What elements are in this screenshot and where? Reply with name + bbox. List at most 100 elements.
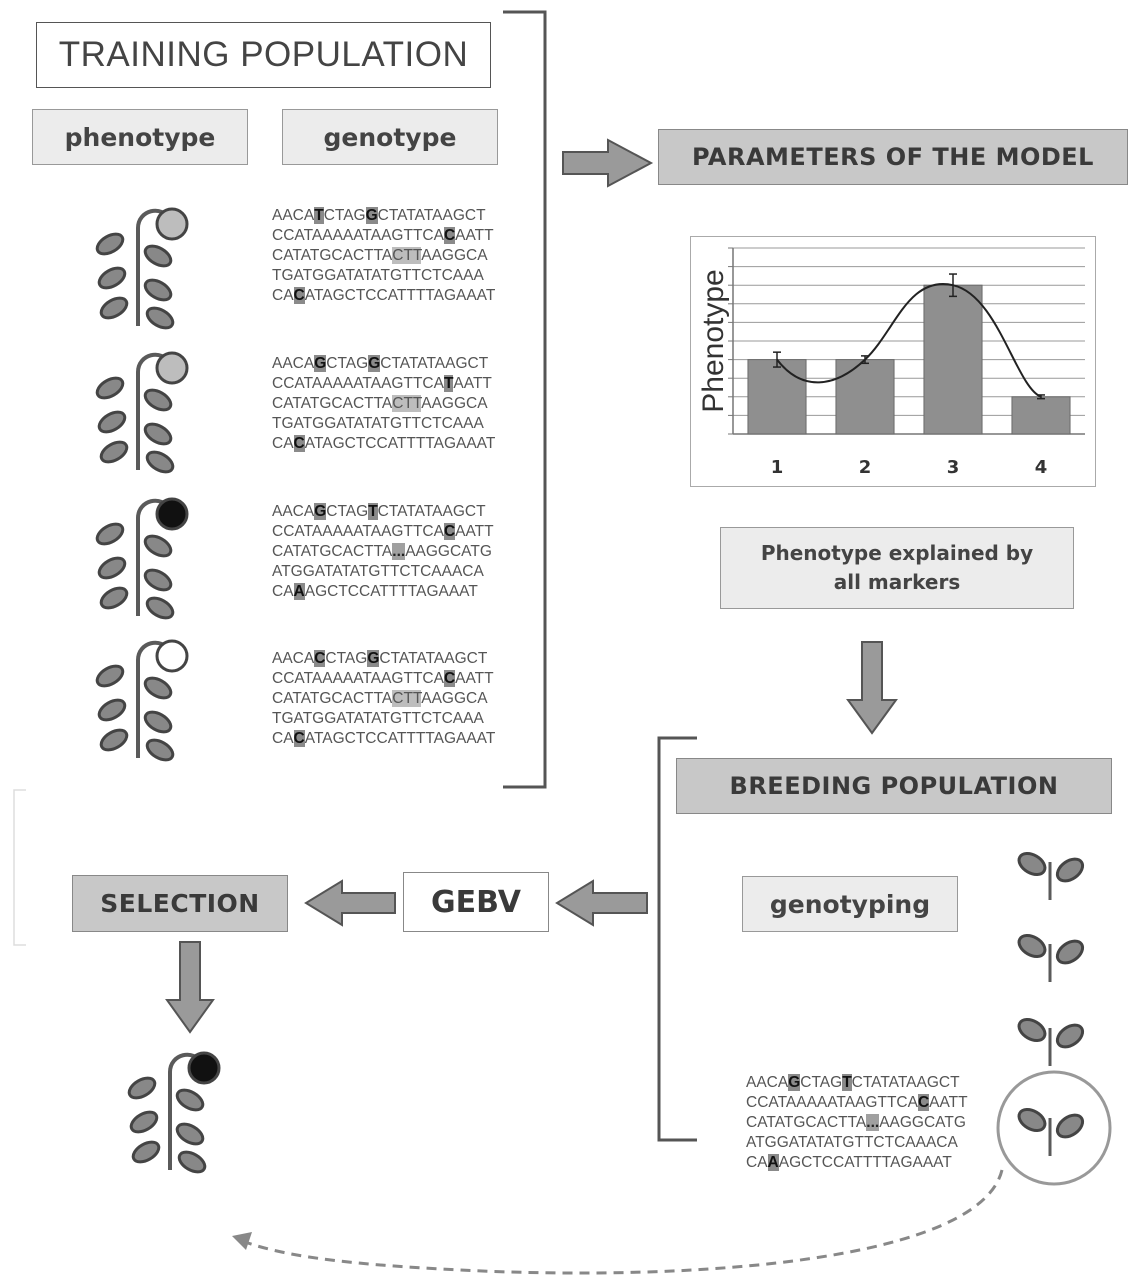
snp-marker: T [314, 207, 324, 224]
sequence-text: AAGGCATG [405, 543, 492, 560]
seedling-icon [1017, 852, 1085, 900]
sequence-text: AATT [455, 670, 494, 687]
leaf [145, 596, 175, 620]
bar-1 [747, 359, 807, 435]
sequence-text: AATT [455, 227, 494, 244]
phenotype-header: phenotype [32, 109, 248, 165]
sequence-line: CCATAAAAATAAGTTCACAATT [746, 1093, 968, 1113]
snp-marker: G [365, 207, 378, 224]
sequence-text: AAGGCA [421, 395, 488, 412]
leaf [143, 244, 173, 268]
leaf [143, 388, 173, 412]
leaf [145, 738, 175, 762]
sequence-text: CTAG [800, 1074, 843, 1091]
explained-line-2: all markers [833, 570, 961, 594]
sequence-text: ATGGATATATGTTCTCAAACA [272, 563, 484, 580]
sequence-text: AAGGCA [421, 690, 488, 707]
snp-marker: G [368, 355, 381, 372]
snp-marker: G [314, 503, 327, 520]
leaf [131, 1140, 161, 1164]
leaf [143, 568, 173, 592]
sequence-line: AACAGCTAGTCTATATAAGCT [746, 1073, 968, 1093]
snp-marker: C [293, 287, 305, 304]
x-tick-label: 2 [859, 457, 872, 478]
snp-marker: C [443, 227, 456, 244]
sequence-line: AACAGCTAGGCTATATAAGCT [272, 354, 495, 374]
leaf [143, 676, 173, 700]
sequence-text: AATT [453, 375, 492, 392]
sequence-line: TGATGGATATATGTTCTCAAA [272, 266, 495, 286]
sequence-text: CTATATAAGCT [379, 650, 488, 667]
seedling-icon [1017, 1108, 1085, 1156]
sequence-line: CACATAGCTCCATTTTAGAAAT [272, 434, 495, 454]
sequence-line: CCATAAAAATAAGTTCACAATT [272, 522, 494, 542]
snp-marker: C [314, 650, 326, 667]
flowering-plant-icon [95, 351, 189, 474]
leaf [143, 710, 173, 734]
sequence-text: CATATGCACTTA [272, 690, 393, 707]
sequence-line: CATATGCACTTACTTAAGGCA [272, 394, 495, 414]
flower-black [187, 1051, 221, 1085]
leaf [1017, 1018, 1047, 1042]
sequence-text: CA [272, 583, 294, 600]
snp-marker: G [788, 1074, 801, 1091]
sequence-text: ATAGCTCCATTTTAGAAAT [304, 435, 496, 452]
snp-marker: ... [866, 1114, 880, 1131]
leaf [143, 422, 173, 446]
genotype-header: genotype [282, 109, 498, 165]
leaf [99, 728, 129, 752]
x-tick-label: 1 [771, 457, 784, 478]
selected-candidate-circle [996, 1070, 1112, 1186]
sequence-text: CTAG [326, 503, 369, 520]
sequence-text: TGATGGATATATGTTCTCAAA [272, 710, 484, 727]
snp-marker: CTT [392, 247, 422, 264]
sequence-text: CA [746, 1154, 768, 1171]
leaf [95, 664, 125, 688]
sequence-line: ATGGATATATGTTCTCAAACA [746, 1133, 968, 1153]
sequence-text: CA [272, 435, 294, 452]
leaf [143, 534, 173, 558]
sequence-line: CAAAGCTCCATTTTAGAAAT [272, 582, 494, 602]
sequence-text: CCATAAAAATAAGTTCA [746, 1094, 918, 1111]
snp-marker: A [293, 583, 305, 600]
parameters-of-model-box: PARAMETERS OF THE MODEL [658, 129, 1128, 185]
leaf [99, 440, 129, 464]
leaf [97, 410, 127, 434]
sequence-line: CATATGCACTTACTTAAGGCA [272, 689, 495, 709]
leaf [1055, 1113, 1085, 1139]
flowering-plant-icon [127, 1051, 221, 1174]
sequence-text: AACA [272, 503, 315, 520]
sequence-line: TGATGGATATATGTTCTCAAA [272, 414, 495, 434]
flower-grey [155, 351, 189, 385]
leaf [95, 376, 125, 400]
sequence-text: CTATATAAGCT [377, 503, 486, 520]
leaf [1055, 1023, 1085, 1049]
sequence-text: CCATAAAAATAAGTTCA [272, 670, 444, 687]
snp-marker: CTT [392, 690, 422, 707]
explained-line-1: Phenotype explained by [760, 541, 1034, 565]
leaf [99, 296, 129, 320]
sequence-line: AACAGCTAGTCTATATAAGCT [272, 502, 494, 522]
sequence-text: CCATAAAAATAAGTTCA [272, 375, 444, 392]
sequence-text: CATATGCACTTA [272, 247, 393, 264]
snp-marker: C [443, 670, 456, 687]
training-population-title: TRAINING POPULATION [36, 22, 491, 88]
sequence-text: TGATGGATATATGTTCTCAAA [272, 267, 484, 284]
snp-marker: A [767, 1154, 779, 1171]
sequence-text: AATT [929, 1094, 968, 1111]
sequence-line: CCATAAAAATAAGTTCACAATT [272, 226, 495, 246]
sequence-text: CATATGCACTTA [272, 395, 393, 412]
leaf [1017, 1108, 1047, 1132]
sequence-text: CA [272, 730, 294, 747]
leaf [145, 450, 175, 474]
